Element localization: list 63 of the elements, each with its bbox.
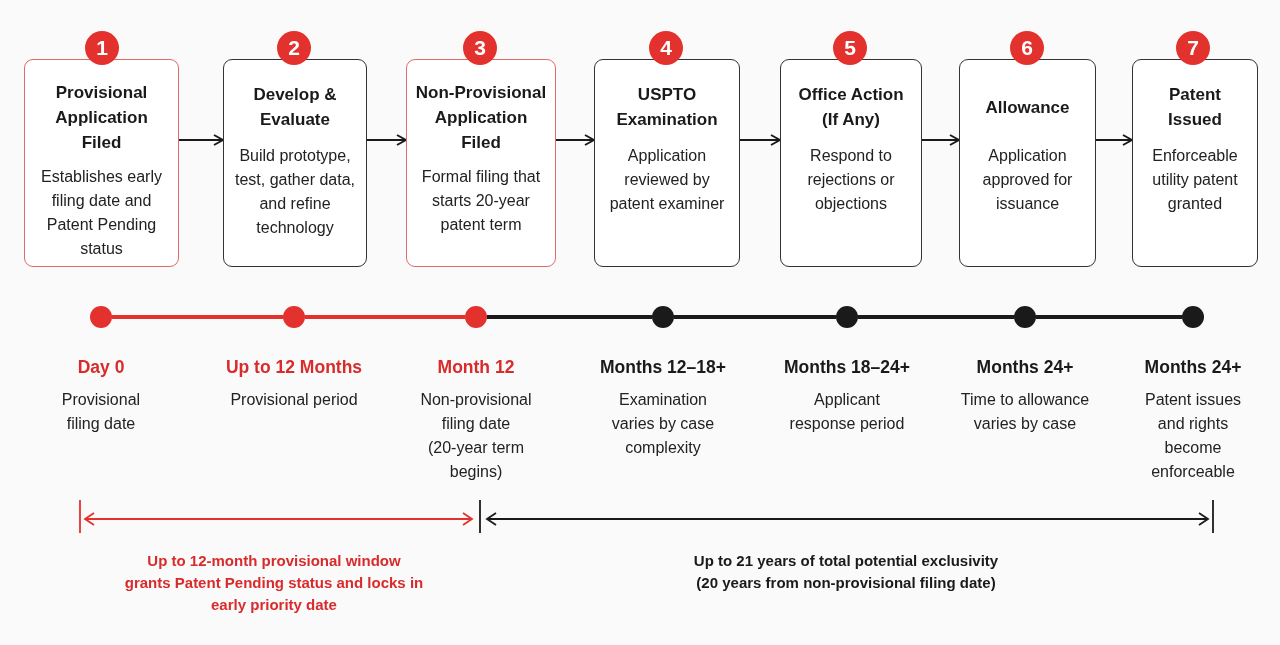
milestone-description: Time to allowance varies by case: [959, 390, 1091, 434]
timeline-dot: [836, 306, 858, 328]
timeline-dot: [283, 306, 305, 328]
milestone-description: Patent issues and rights become enforceable: [1143, 390, 1243, 482]
milestone-time-label: Up to 12 Months: [225, 356, 363, 378]
milestone-time-label: Month 12: [437, 356, 515, 378]
timeline-line: [305, 315, 465, 319]
milestone-time-label: Months 18–24+: [784, 356, 910, 378]
timeline-dot: [652, 306, 674, 328]
step-card: [780, 59, 922, 267]
arrow: [740, 134, 781, 146]
arrow: [556, 134, 595, 146]
step-title: Provisional Application Filed: [54, 82, 149, 154]
step-card: [594, 59, 740, 267]
arrow: [1096, 134, 1133, 146]
step-description: Enforceable utility patent granted: [1151, 146, 1239, 214]
step-number-circle: 4: [649, 31, 683, 65]
range-note: Up to 21 years of total potential exclusivity (20 years from non-provisional filing date): [692, 551, 1000, 593]
timeline-line: [858, 315, 1014, 319]
step-title: Patent Issued: [1167, 84, 1223, 131]
timeline-line: [112, 315, 283, 319]
step-card: [1132, 59, 1258, 267]
timeline-dot: [1014, 306, 1036, 328]
step-number-circle: 5: [833, 31, 867, 65]
step-number-circle: 2: [277, 31, 311, 65]
step-description: Application approved for issuance: [981, 146, 1074, 214]
step-title: Non-Provisional Application Filed: [414, 82, 548, 154]
timeline-dot: [465, 306, 487, 328]
milestone-description: Non-provisional filing date (20-year term begins): [419, 390, 533, 482]
step-description: Respond to rejections or objections: [806, 146, 896, 214]
milestone-time-label: Day 0: [77, 356, 125, 378]
timeline-line: [487, 315, 652, 319]
step-title: Develop & Evaluate: [252, 84, 338, 131]
step-title: Allowance: [985, 96, 1070, 119]
timeline-line: [1036, 315, 1182, 319]
timeline-line: [674, 315, 836, 319]
step-number-circle: 1: [85, 31, 119, 65]
arrow: [179, 134, 224, 146]
step-number-circle: 3: [463, 31, 497, 65]
timeline-dot: [90, 306, 112, 328]
milestone-description: Examination varies by case complexity: [610, 390, 716, 458]
step-title: Office Action (If Any): [797, 84, 905, 131]
step-description: Build prototype, test, gather data, and refine technology: [233, 146, 357, 238]
step-card: [959, 59, 1096, 267]
step-card: [406, 59, 556, 267]
step-description: Establishes early filing date and Patent Pending status: [40, 167, 163, 259]
step-description: Formal filing that starts 20-year patent term: [420, 167, 542, 235]
milestone-description: Provisional filing date: [60, 390, 142, 434]
step-number-circle: 6: [1010, 31, 1044, 65]
step-card: [24, 59, 179, 267]
arrow: [922, 134, 960, 146]
milestone-time-label: Months 24+: [1144, 356, 1242, 378]
milestone-time-label: Months 12–18+: [600, 356, 726, 378]
range-note: Up to 12-month provisional window grants Patent Pending status and locks in early priority date: [123, 551, 425, 615]
step-card: [223, 59, 367, 267]
step-title: USPTO Examination: [615, 84, 719, 131]
milestone-time-label: Months 24+: [976, 356, 1074, 378]
step-number-circle: 7: [1176, 31, 1210, 65]
milestone-description: Applicant response period: [788, 390, 906, 434]
timeline-dot: [1182, 306, 1204, 328]
milestone-description: Provisional period: [230, 390, 358, 410]
arrow: [367, 134, 407, 146]
step-description: Application reviewed by patent examiner: [608, 146, 726, 214]
